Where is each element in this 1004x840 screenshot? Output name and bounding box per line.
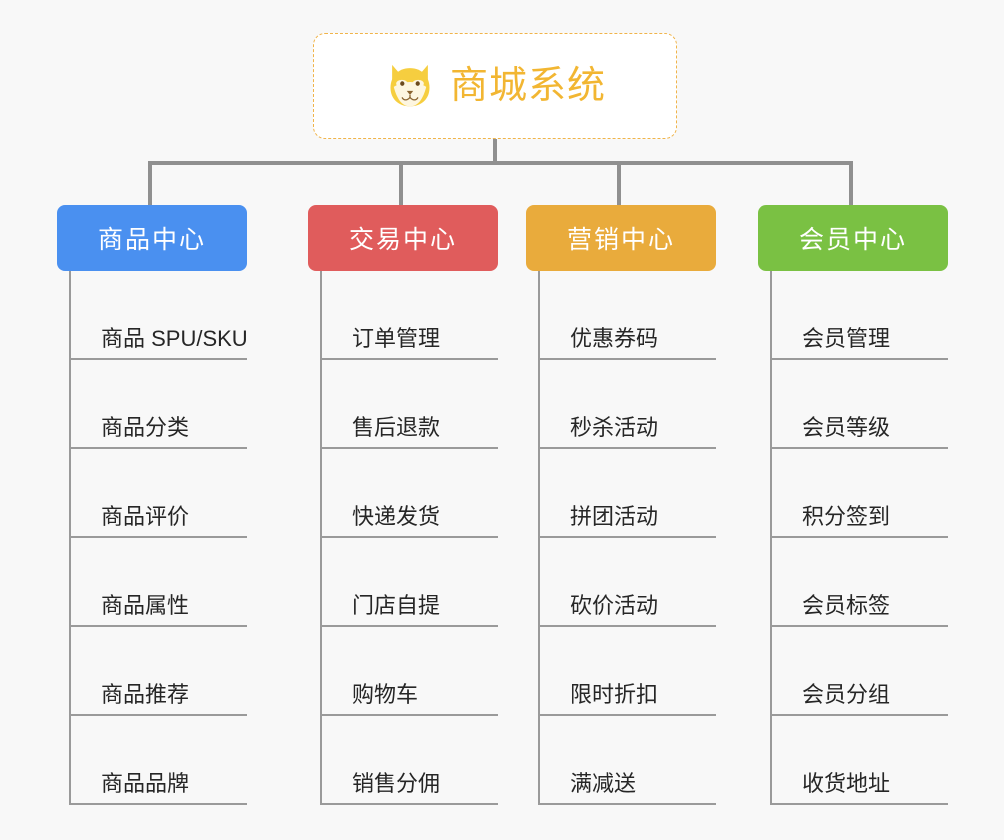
branch-header-3[interactable]: 营销中心 [526, 205, 716, 271]
leaf-item[interactable]: 商品分类 [71, 360, 247, 449]
leaf-item[interactable]: 商品属性 [71, 538, 247, 627]
branch-header-1[interactable]: 商品中心 [57, 205, 247, 271]
leaf-item[interactable]: 收货地址 [772, 716, 948, 805]
leaf-label: 会员标签 [802, 592, 891, 618]
leaf-label: 快递发货 [352, 503, 441, 529]
root-node-card[interactable]: 商城系统 [313, 33, 677, 139]
leaf-label: 门店自提 [352, 592, 441, 618]
leaf-label: 积分签到 [802, 503, 891, 529]
connector-root-stem [493, 139, 497, 164]
leaf-item[interactable]: 限时折扣 [540, 627, 716, 716]
leaf-item[interactable]: 商品推荐 [71, 627, 247, 716]
branch-title-3: 营销中心 [566, 226, 675, 254]
connector-horizontal-bus [148, 161, 853, 165]
branch-header-2[interactable]: 交易中心 [308, 205, 498, 271]
leaf-label: 优惠券码 [570, 325, 659, 351]
leaf-item[interactable]: 售后退款 [322, 360, 498, 449]
leaf-item[interactable]: 秒杀活动 [540, 360, 716, 449]
root-node-title: 商城系统 [449, 65, 606, 107]
leaf-label: 会员分组 [802, 681, 891, 707]
leaf-list-4: 会员管理 会员等级 积分签到 会员标签 会员分组 收货地址 [770, 271, 948, 805]
leaf-label: 限时折扣 [570, 681, 659, 707]
branch-header-4[interactable]: 会员中心 [758, 205, 948, 271]
leaf-label: 销售分佣 [352, 770, 441, 796]
connector-drop-1 [148, 161, 152, 205]
branch-title-1: 商品中心 [97, 226, 206, 254]
leaf-list-1: 商品 SPU/SKU 商品分类 商品评价 商品属性 商品推荐 商品品牌 [69, 271, 248, 805]
leaf-list-2: 订单管理 售后退款 快递发货 门店自提 购物车 销售分佣 [320, 271, 498, 805]
leaf-label: 商品分类 [101, 414, 190, 440]
leaf-item[interactable]: 商品评价 [71, 449, 247, 538]
leaf-item[interactable]: 优惠券码 [540, 271, 716, 360]
leaf-item[interactable]: 销售分佣 [322, 716, 498, 805]
leaf-label: 商品品牌 [101, 770, 190, 796]
leaf-label: 购物车 [352, 681, 419, 707]
leaf-item[interactable]: 满减送 [540, 716, 716, 805]
leaf-label: 满减送 [570, 770, 637, 796]
shiba-dog-avatar-icon [390, 64, 430, 107]
connector-drop-3 [617, 161, 621, 205]
branch-column-4: 会员中心 会员管理 会员等级 积分签到 会员标签 会员分组 收货地址 [758, 205, 948, 805]
leaf-item[interactable]: 商品 SPU/SKU [71, 271, 248, 360]
leaf-label: 售后退款 [352, 414, 441, 440]
leaf-label: 订单管理 [352, 325, 441, 351]
leaf-item[interactable]: 拼团活动 [540, 449, 716, 538]
leaf-item[interactable]: 砍价活动 [540, 538, 716, 627]
leaf-label: 拼团活动 [570, 503, 659, 529]
leaf-item[interactable]: 会员标签 [772, 538, 948, 627]
leaf-label: 商品评价 [101, 503, 190, 529]
leaf-label: 商品 SPU/SKU [101, 325, 248, 351]
leaf-list-3: 优惠券码 秒杀活动 拼团活动 砍价活动 限时折扣 满减送 [538, 271, 716, 805]
leaf-label: 秒杀活动 [570, 414, 659, 440]
connector-drop-2 [399, 161, 403, 205]
leaf-label: 砍价活动 [570, 592, 659, 618]
leaf-item[interactable]: 快递发货 [322, 449, 498, 538]
leaf-item[interactable]: 购物车 [322, 627, 498, 716]
branch-title-2: 交易中心 [348, 226, 457, 254]
leaf-item[interactable]: 会员管理 [772, 271, 948, 360]
branch-column-1: 商品中心 商品 SPU/SKU 商品分类 商品评价 商品属性 商品推荐 商品品牌 [57, 205, 248, 805]
leaf-item[interactable]: 商品品牌 [71, 716, 247, 805]
branch-title-4: 会员中心 [798, 226, 907, 254]
leaf-item[interactable]: 订单管理 [322, 271, 498, 360]
branch-column-2: 交易中心 订单管理 售后退款 快递发货 门店自提 购物车 销售分佣 [308, 205, 498, 805]
leaf-item[interactable]: 会员等级 [772, 360, 948, 449]
leaf-label: 商品属性 [101, 592, 190, 618]
leaf-item[interactable]: 会员分组 [772, 627, 948, 716]
leaf-item[interactable]: 门店自提 [322, 538, 498, 627]
leaf-item[interactable]: 积分签到 [772, 449, 948, 538]
leaf-label: 会员等级 [802, 414, 891, 440]
leaf-label: 会员管理 [802, 325, 891, 351]
branch-column-3: 营销中心 优惠券码 秒杀活动 拼团活动 砍价活动 限时折扣 满减送 [526, 205, 716, 805]
connector-drop-4 [849, 161, 853, 205]
leaf-label: 收货地址 [802, 770, 891, 796]
leaf-label: 商品推荐 [101, 681, 190, 707]
